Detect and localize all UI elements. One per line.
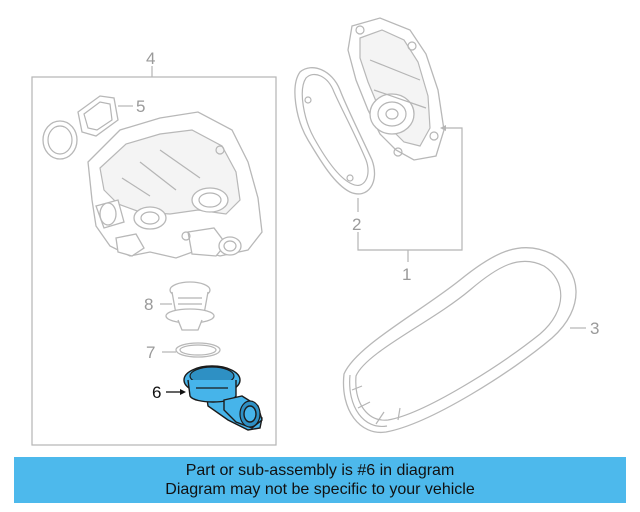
part-2-water-pump-gasket	[294, 67, 376, 195]
part-8-thermostat	[165, 281, 215, 331]
banner-line-2: Diagram may not be specific to your vehi…	[165, 481, 475, 498]
info-banner: Part or sub-assembly is #6 in diagram Di…	[14, 457, 626, 503]
assembly-4-frame	[31, 76, 277, 446]
callout-4: 4	[146, 49, 155, 68]
callout-3: 3	[590, 319, 599, 338]
callout-1-bracket	[357, 127, 463, 251]
part-4-thermostat-housing	[87, 111, 263, 259]
parts-diagram: 4 5 8	[31, 17, 599, 446]
callout-1-arrow	[440, 125, 446, 131]
callout-8: 8	[144, 295, 153, 314]
callout-6: 6	[152, 383, 161, 402]
part-6-thermostat-cover	[183, 365, 263, 431]
part-3-drive-belt	[342, 246, 577, 433]
part-5-gasket	[77, 95, 119, 137]
seal-ring-left	[42, 120, 78, 160]
callout-6-arrow	[180, 389, 186, 395]
callout-1: 1	[402, 265, 411, 284]
banner-line-1: Part or sub-assembly is #6 in diagram	[185, 462, 455, 479]
callout-5: 5	[136, 97, 145, 116]
water-pump	[347, 17, 445, 161]
part-7-o-ring	[175, 342, 221, 358]
callout-2: 2	[352, 215, 361, 234]
callout-7: 7	[146, 343, 155, 362]
